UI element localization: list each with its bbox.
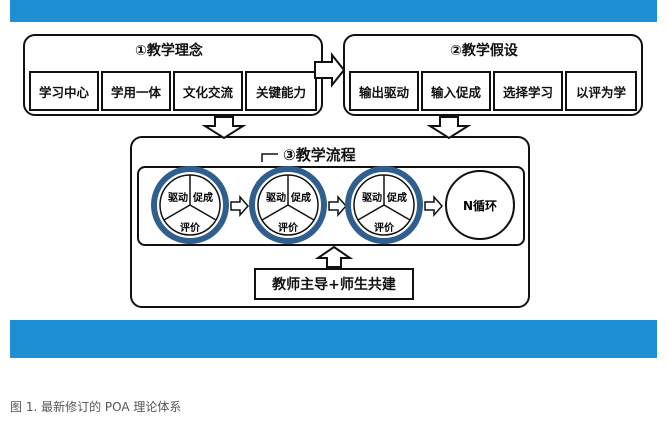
concept-item: 文化交流 [173,71,243,111]
hypothesis-item: 输入促成 [421,71,491,111]
cycle-assess-label: 评价 [180,221,201,234]
right-arrow [314,52,346,88]
teaching-hypothesis-title: ②教学假设 [450,43,518,59]
up-arrow [314,245,354,268]
concept-item: 关键能力 [245,71,317,111]
teaching-concept-title: ①教学理念 [135,43,203,59]
bottom-blue-band [10,320,657,358]
teaching-process-title: ③教学流程 [283,146,356,164]
right-arrow [328,195,348,217]
figure-caption: 图 1. 最新修订的 POA 理论体系 [10,400,182,414]
cycle-drive-label: 驱动 [362,191,382,204]
cycle-enable-label: 促成 [290,191,311,204]
cycle-drive-label: 驱动 [266,191,286,204]
concept-item: 学用一体 [101,71,171,111]
right-arrow [424,195,444,217]
n-cycle: N循环 [445,170,515,240]
down-arrow [201,116,247,140]
cycle-enable-label: 促成 [192,191,213,204]
cycle-3: 驱动 促成 评价 [345,166,423,244]
hypothesis-item: 输出驱动 [349,71,419,111]
cycle-2: 驱动 促成 评价 [249,166,327,244]
cycle-assess-label: 评价 [278,221,299,234]
n-cycle-label: N循环 [463,198,497,213]
cycle-enable-label: 促成 [386,191,407,204]
down-arrow [426,116,472,140]
top-blue-band [10,0,657,22]
cycle-drive-label: 驱动 [168,191,188,204]
hypothesis-item: 选择学习 [493,71,563,111]
cycle-1: 驱动 促成 评价 [151,166,229,244]
figure-panel: ①教学理念 学习中心 学用一体 文化交流 关键能力 ②教学假设 输出驱动 输入促… [10,0,657,358]
right-arrow [230,195,250,217]
concept-item: 学习中心 [29,71,99,111]
hypothesis-item: 以评为学 [565,71,637,111]
diagram-graphics: 驱动 促成 评价 驱动 促成 评价 驱动 促成 评价 [151,52,515,268]
title-bracket [261,153,278,162]
cycle-assess-label: 评价 [374,221,395,234]
teacher-led-box: 教师主导+师生共建 [254,268,414,300]
